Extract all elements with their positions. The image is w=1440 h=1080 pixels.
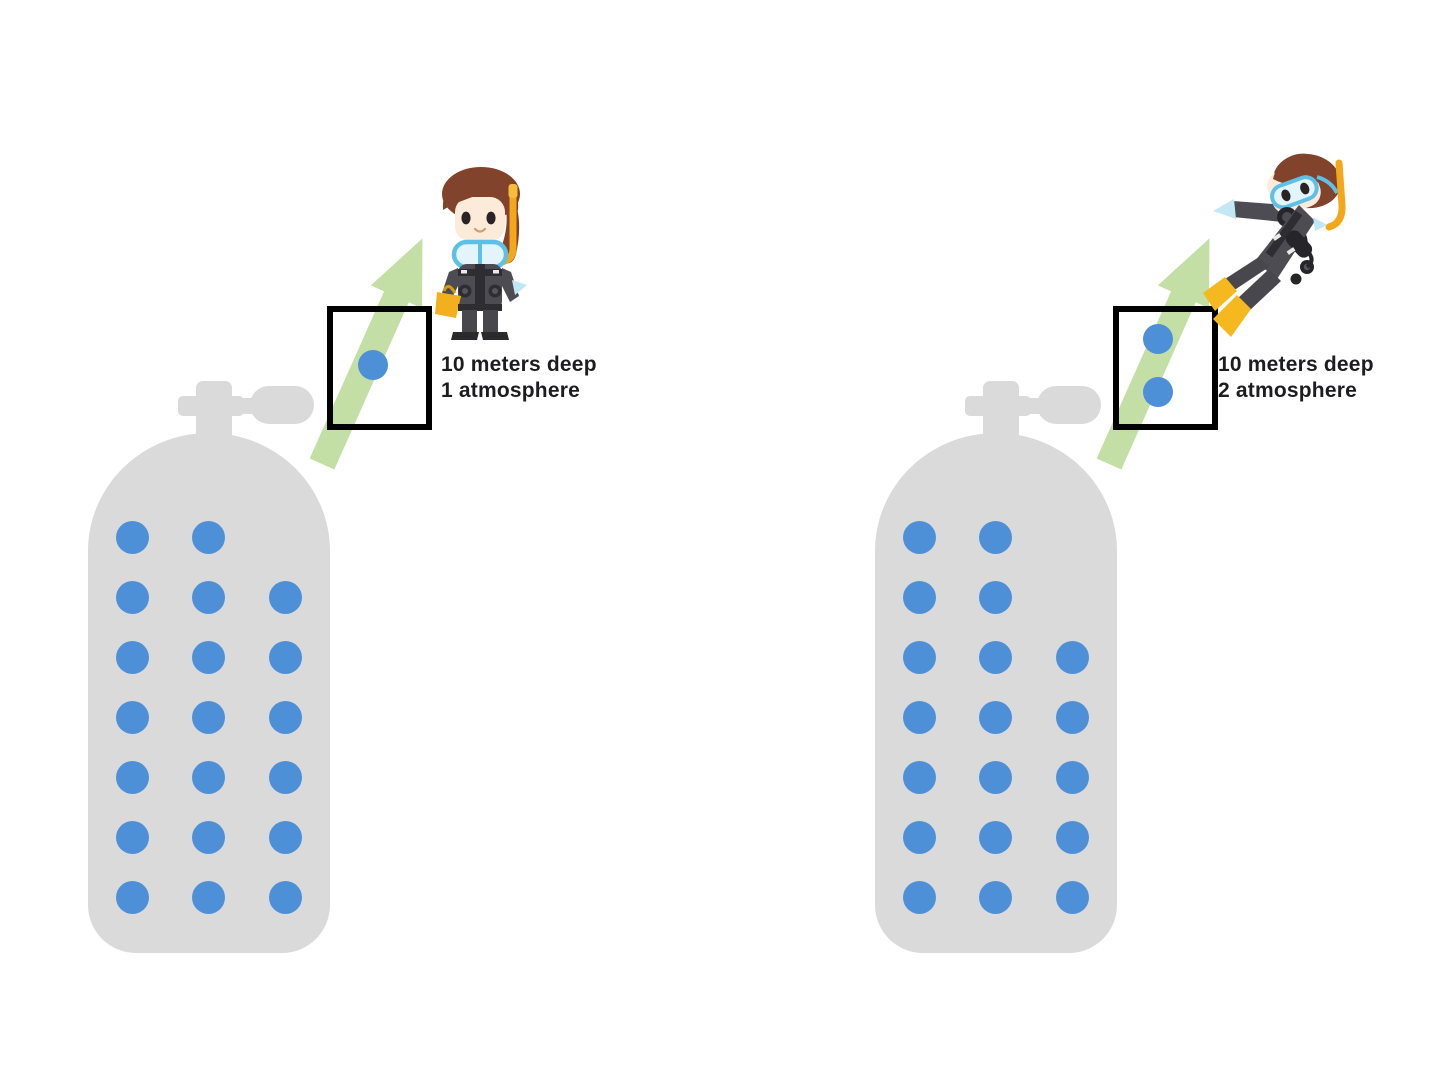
air-bubble [192, 700, 225, 734]
air-bubble [902, 640, 936, 674]
air-bubble [115, 760, 149, 794]
snorkeler-standing-icon [435, 167, 527, 340]
pressure-caption: 10 meters deep 2 atmosphere [1218, 352, 1374, 404]
air-bubble [1056, 760, 1089, 794]
yellow-bag-icon [435, 285, 461, 318]
tank-body [88, 433, 330, 953]
air-bubble [115, 820, 149, 854]
air-bubble [269, 580, 302, 614]
air-bubble [192, 880, 225, 914]
tank-valve-stem [983, 381, 1019, 439]
depth-label: 10 meters deep [1218, 353, 1374, 376]
air-bubble [979, 820, 1012, 854]
swim-fins-icon [1203, 277, 1251, 337]
dive-goggles-icon [451, 239, 509, 270]
air-bubble [1056, 640, 1089, 674]
air-bubble [192, 580, 225, 614]
air-bubble [269, 640, 302, 674]
air-bubble [979, 520, 1012, 554]
panel-one-atmosphere: 10 meters deep 1 atmosphere [88, 167, 597, 953]
air-bubble [979, 580, 1012, 614]
gas-sample-box [327, 306, 432, 430]
panel-two-atmosphere: 10 meters deep 2 atmosphere [787, 0, 1440, 1080]
pressure-label: 1 atmosphere [441, 379, 580, 402]
air-bubble [979, 880, 1012, 914]
scuba-tank [875, 381, 1135, 953]
air-bubble [902, 760, 936, 794]
air-bubble [192, 520, 225, 554]
air-bubble [902, 700, 936, 734]
air-bubble [979, 760, 1012, 794]
ascent-arrow-icon [309, 238, 423, 470]
air-bubble [115, 520, 149, 554]
air-bubble [192, 640, 225, 674]
air-bubble [979, 640, 1012, 674]
released-gas-bubble [1143, 324, 1173, 354]
released-gas-bubble [358, 350, 388, 380]
air-bubble [269, 700, 302, 734]
air-bubble [115, 700, 149, 734]
air-bubble [1056, 820, 1089, 854]
gas-sample-box [1113, 306, 1218, 430]
air-bubble [115, 640, 149, 674]
tank-valve-outlet [250, 386, 314, 424]
air-bubble [115, 880, 149, 914]
air-bubble [1056, 700, 1089, 734]
air-bubble [115, 580, 149, 614]
air-bubble [902, 820, 936, 854]
pressure-caption: 10 meters deep 1 atmosphere [441, 352, 597, 404]
air-bubble [902, 580, 936, 614]
dive-mask-icon [1270, 175, 1319, 210]
ascent-arrow-icon [1096, 238, 1210, 470]
air-bubble [269, 760, 302, 794]
diver-swimming-icon [1203, 153, 1346, 337]
air-bubble [269, 820, 302, 854]
air-bubble [902, 520, 936, 554]
air-bubble [192, 760, 225, 794]
air-bubble [1056, 880, 1089, 914]
tank-valve-outlet [1037, 386, 1101, 424]
released-gas-bubble [1143, 377, 1173, 407]
air-bubble [269, 880, 302, 914]
tank-valve-stem [196, 381, 232, 439]
air-bubble [902, 880, 936, 914]
air-bubble [979, 700, 1012, 734]
air-bubble [192, 820, 225, 854]
depth-label: 10 meters deep [441, 353, 597, 376]
scuba-tank [88, 381, 348, 953]
snorkel-icon [1325, 159, 1346, 231]
tank-body [875, 433, 1117, 953]
pressure-label: 2 atmosphere [1218, 379, 1357, 402]
